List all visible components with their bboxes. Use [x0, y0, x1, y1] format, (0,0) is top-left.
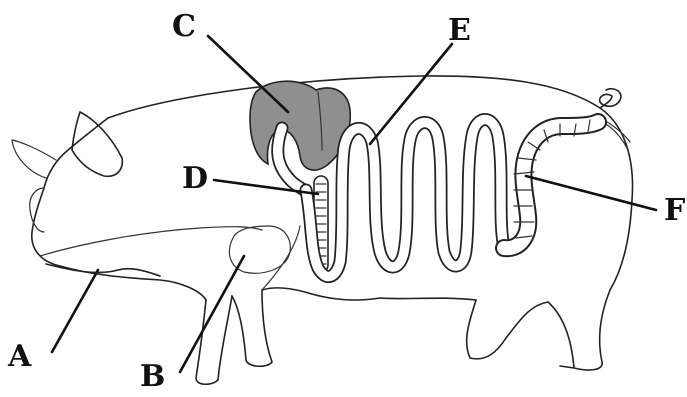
label-c: C — [172, 9, 196, 44]
large-intestine — [504, 120, 598, 248]
leader-b — [180, 256, 244, 372]
stomach — [250, 81, 350, 170]
leader-a — [52, 270, 98, 352]
leader-f — [526, 176, 656, 210]
head — [32, 118, 108, 266]
tail — [600, 89, 621, 108]
label-f: F — [664, 193, 685, 228]
hind-leg-back — [467, 300, 548, 359]
hind-leg — [548, 290, 610, 370]
leg-contour — [262, 226, 300, 290]
label-a: A — [7, 339, 32, 374]
label-e: E — [448, 13, 471, 48]
large-intestine-inner — [504, 122, 598, 248]
leader-c — [208, 36, 288, 112]
label-d: D — [182, 161, 208, 196]
stomach-fill — [250, 81, 350, 170]
front-leg — [232, 290, 272, 366]
belly — [262, 288, 476, 300]
near-ear — [72, 112, 122, 176]
jaw-line — [40, 227, 262, 256]
label-b: B — [140, 359, 165, 394]
